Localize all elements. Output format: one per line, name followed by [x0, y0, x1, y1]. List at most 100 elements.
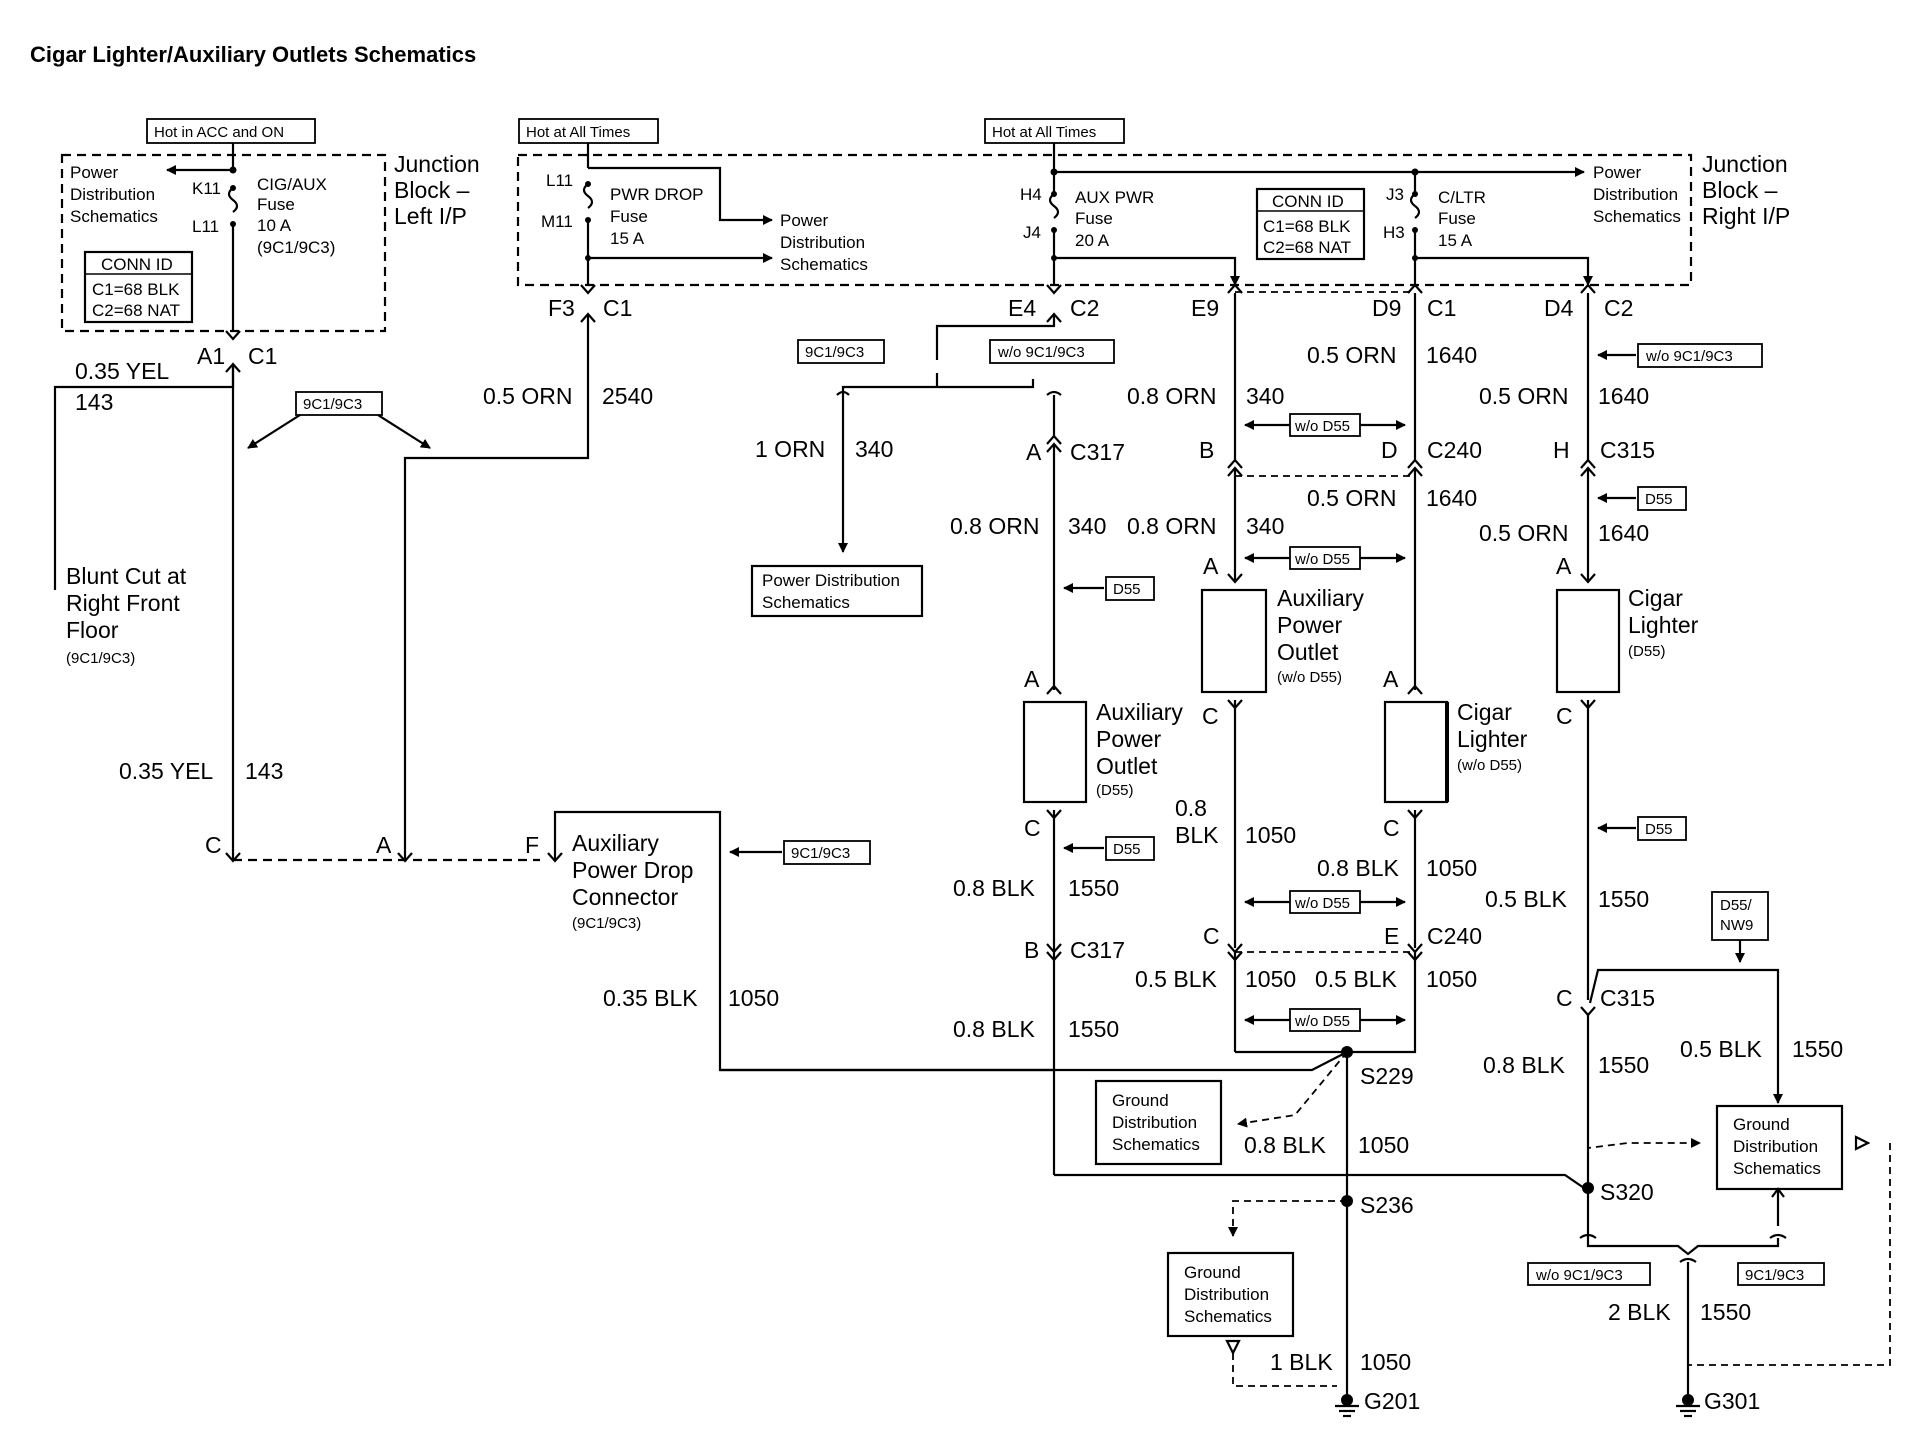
svg-text:Power: Power [1277, 612, 1343, 638]
svg-text:E: E [1384, 923, 1399, 949]
opt-d55-tag-4 [1637, 816, 1687, 841]
svg-text:C1: C1 [603, 295, 632, 321]
svg-text:1640: 1640 [1426, 342, 1477, 368]
circuit-143-yel: A1 C1 0.35 YEL 143 Blunt Cut at Right Fr… [53, 330, 431, 863]
svg-text:0.8: 0.8 [1175, 795, 1207, 821]
svg-text:1050: 1050 [1426, 966, 1477, 992]
svg-text:Schematics: Schematics [1184, 1307, 1272, 1326]
svg-text:9C1/9C3: 9C1/9C3 [1745, 1267, 1804, 1284]
svg-text:Fuse: Fuse [1075, 209, 1113, 228]
svg-text:Power: Power [1593, 163, 1642, 182]
svg-text:Lighter: Lighter [1457, 726, 1528, 752]
cigar-lighter-d55 [1555, 588, 1621, 694]
svg-text:Distribution: Distribution [1112, 1113, 1197, 1132]
svg-text:Schematics: Schematics [70, 207, 158, 226]
ground-distribution-box-2 [1166, 1251, 1295, 1338]
svg-text:A: A [1026, 439, 1042, 465]
svg-text:0.5 ORN: 0.5 ORN [1479, 383, 1568, 409]
svg-text:C1: C1 [1427, 295, 1456, 321]
opt-d55-tag-3 [1637, 486, 1687, 511]
svg-text:(9C1/9C3): (9C1/9C3) [66, 650, 135, 667]
svg-text:A: A [376, 832, 392, 858]
splice-s320: S320 Ground Distribution Schematics w/o … [1527, 1104, 1891, 1400]
svg-text:C/LTR: C/LTR [1438, 188, 1486, 207]
jb-right-title: Junction [1702, 151, 1788, 177]
svg-text:340: 340 [855, 436, 893, 462]
svg-text:0.8 BLK: 0.8 BLK [1483, 1052, 1565, 1078]
svg-text:C1=68 BLK: C1=68 BLK [1263, 217, 1351, 236]
fuse-c-ltr-icon [1409, 193, 1421, 219]
jb-left-title: Junction [394, 151, 480, 177]
svg-text:1050: 1050 [1360, 1349, 1411, 1375]
svg-text:Outlet: Outlet [1096, 753, 1158, 779]
svg-text:1 ORN: 1 ORN [755, 436, 825, 462]
svg-text:340: 340 [1246, 513, 1284, 539]
svg-text:0.5 BLK: 0.5 BLK [1315, 966, 1397, 992]
svg-text:w/o D55: w/o D55 [1294, 551, 1350, 568]
svg-text:Ground: Ground [1733, 1115, 1790, 1134]
svg-text:20 A: 20 A [1075, 231, 1110, 250]
svg-text:Cigar: Cigar [1628, 585, 1683, 611]
svg-text:CONN ID: CONN ID [1272, 192, 1344, 211]
svg-text:15 A: 15 A [1438, 231, 1473, 250]
svg-text:Schematics: Schematics [1112, 1135, 1200, 1154]
opt-9c1-tag-e4 [797, 339, 885, 364]
svg-text:D9: D9 [1372, 295, 1401, 321]
svg-text:0.5 BLK: 0.5 BLK [1135, 966, 1217, 992]
svg-text:A: A [1556, 553, 1572, 579]
svg-text:w/o D55: w/o D55 [1294, 895, 1350, 912]
svg-text:1550: 1550 [1068, 875, 1119, 901]
svg-text:0.35 YEL: 0.35 YEL [119, 758, 213, 784]
svg-text:C: C [205, 832, 222, 858]
svg-text:w/o 9C1/9C3: w/o 9C1/9C3 [1645, 348, 1733, 365]
opt-wo-9c1-tag-d4 [1637, 343, 1763, 368]
svg-text:(9C1/9C3): (9C1/9C3) [257, 238, 335, 257]
svg-text:C317: C317 [1070, 439, 1125, 465]
svg-text:Right Front: Right Front [66, 590, 180, 616]
svg-text:Distribution: Distribution [1593, 185, 1678, 204]
svg-text:143: 143 [75, 389, 113, 415]
svg-text:1640: 1640 [1598, 383, 1649, 409]
svg-text:Hot at All Times: Hot at All Times [992, 124, 1096, 141]
ground-distribution-box-3 [1715, 1104, 1844, 1191]
svg-text:A: A [1203, 553, 1219, 579]
page-title: Cigar Lighter/Auxiliary Outlets Schemati… [30, 42, 476, 67]
fuse-cig-aux-icon [227, 187, 239, 213]
svg-text:C: C [1202, 703, 1219, 729]
svg-text:(w/o D55): (w/o D55) [1457, 757, 1522, 774]
hot-acc-on-tag [146, 118, 316, 144]
svg-text:Distribution: Distribution [1184, 1285, 1269, 1304]
ground-g301: G301 [1676, 1388, 1760, 1418]
svg-text:E9: E9 [1191, 295, 1219, 321]
svg-text:Right I/P: Right I/P [1702, 203, 1790, 229]
svg-text:D55: D55 [1645, 491, 1673, 508]
opt-9c1-tag-g301 [1737, 1262, 1825, 1286]
svg-text:F3: F3 [548, 295, 575, 321]
svg-text:E4: E4 [1008, 295, 1036, 321]
svg-text:1640: 1640 [1426, 485, 1477, 511]
svg-text:C2: C2 [1604, 295, 1633, 321]
ground-g201: G201 [1335, 1388, 1420, 1418]
svg-text:C2: C2 [1070, 295, 1099, 321]
fuse-aux-pwr-icon [1048, 193, 1060, 219]
svg-text:C: C [1383, 815, 1400, 841]
svg-text:Power Distribution: Power Distribution [762, 571, 900, 590]
svg-text:(D55): (D55) [1628, 643, 1666, 660]
svg-text:Distribution: Distribution [780, 233, 865, 252]
power-distribution-box [750, 564, 924, 618]
svg-text:C315: C315 [1600, 437, 1655, 463]
svg-text:Lighter: Lighter [1628, 612, 1699, 638]
svg-text:AUX PWR: AUX PWR [1075, 188, 1154, 207]
svg-text:w/o 9C1/9C3: w/o 9C1/9C3 [1535, 1267, 1623, 1284]
svg-text:NW9: NW9 [1720, 917, 1753, 934]
svg-text:D55: D55 [1113, 581, 1141, 598]
svg-text:0.5 ORN: 0.5 ORN [1479, 520, 1568, 546]
svg-text:9C1/9C3: 9C1/9C3 [791, 845, 850, 862]
svg-text:Auxiliary: Auxiliary [572, 830, 659, 856]
svg-text:Fuse: Fuse [257, 195, 295, 214]
svg-text:C1: C1 [248, 343, 277, 369]
svg-text:D55: D55 [1645, 821, 1673, 838]
svg-text:Power: Power [780, 211, 829, 230]
svg-text:340: 340 [1068, 513, 1106, 539]
svg-text:1050: 1050 [1426, 855, 1477, 881]
